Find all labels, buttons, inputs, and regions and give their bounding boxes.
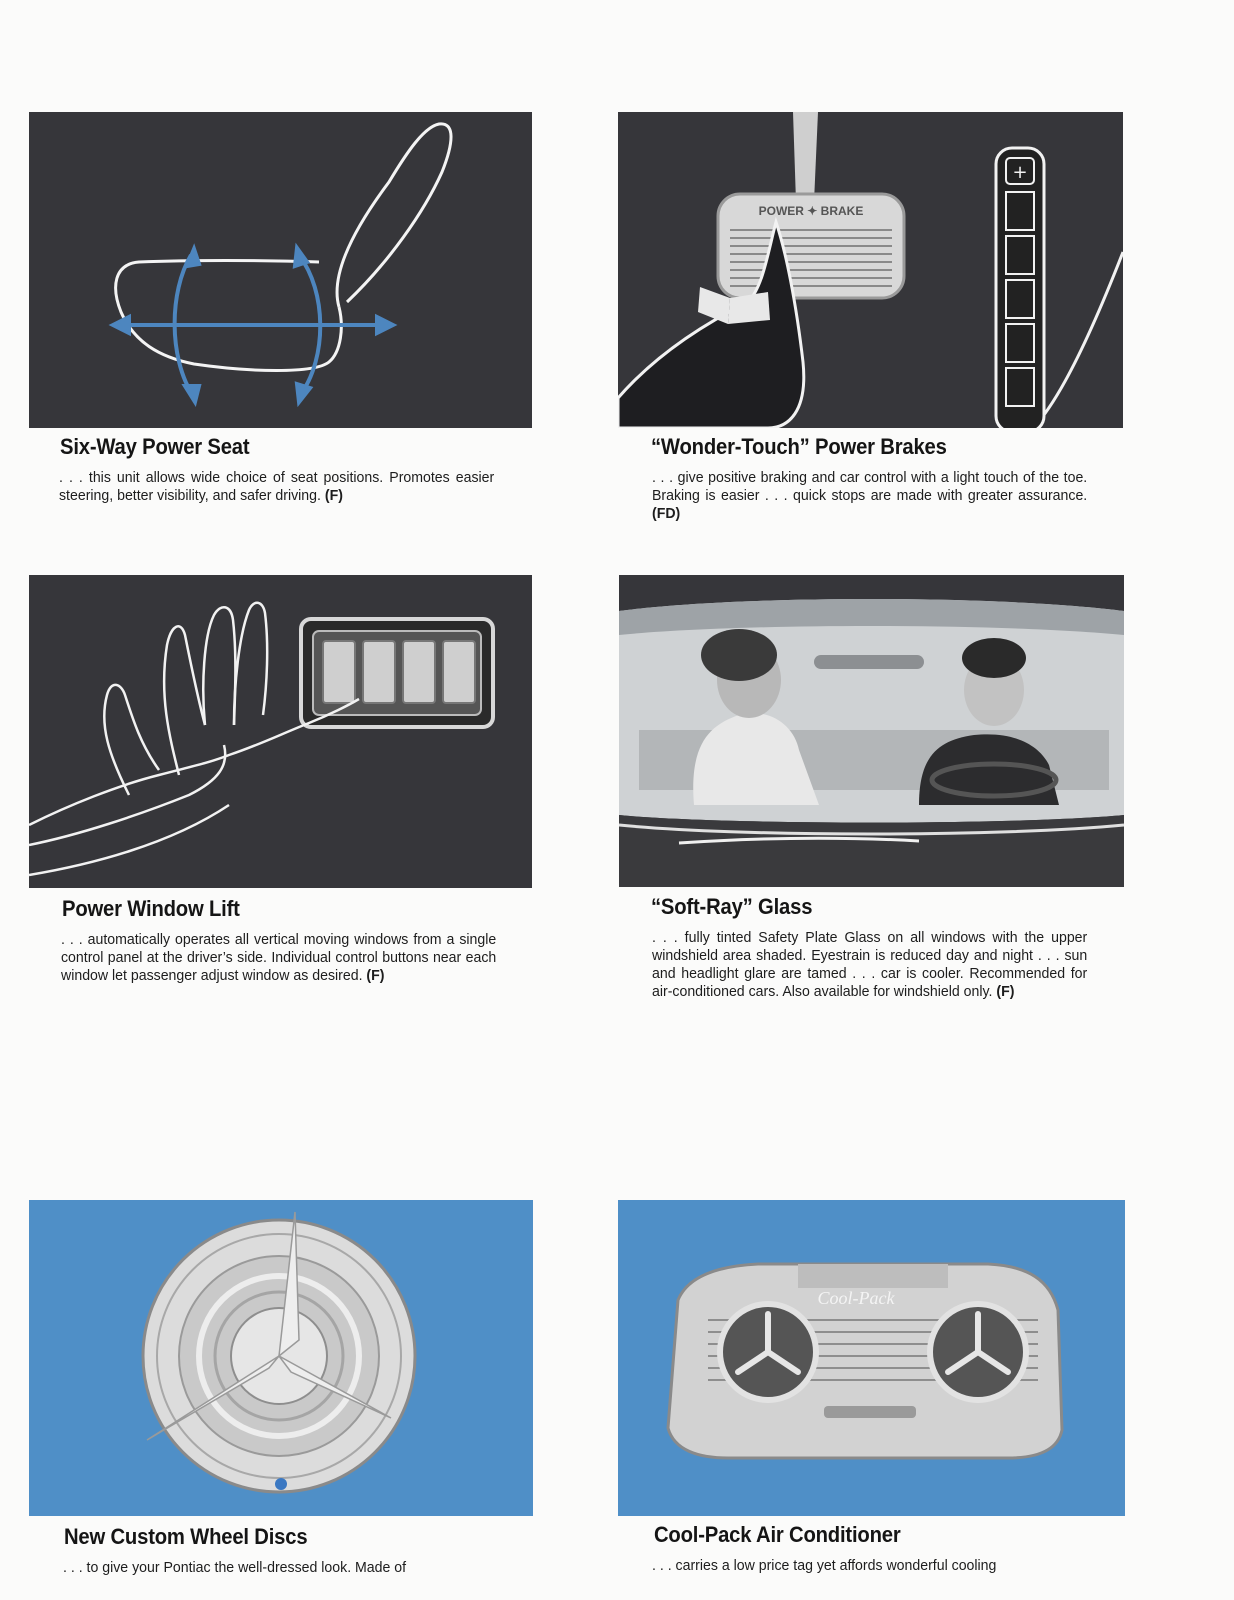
wheel-disc-description: . . . to give your Pontiac the well-dres… <box>63 1559 498 1577</box>
power-window-title: Power Window Lift <box>62 896 240 921</box>
power-seat-title: Six-Way Power Seat <box>60 434 250 459</box>
cool-pack-label: Cool-Pack <box>818 1288 896 1308</box>
cool-pack-title: Cool-Pack Air Conditioner <box>654 1522 901 1547</box>
wheel-disc-photo <box>29 1200 533 1516</box>
power-brakes-title: “Wonder-Touch” Power Brakes <box>651 434 947 459</box>
power-window-code: (F) <box>366 967 385 984</box>
cool-pack-description: . . . carries a low price tag yet afford… <box>652 1557 1087 1575</box>
wheel-disc-title: New Custom Wheel Discs <box>64 1524 308 1549</box>
power-brakes-illustration: POWER ✦ BRAKE + <box>618 112 1123 428</box>
pedal-label: POWER ✦ BRAKE <box>759 204 864 218</box>
power-brakes-description: . . . give positive braking and car cont… <box>652 469 1087 523</box>
soft-ray-glass-photo <box>619 575 1124 887</box>
soft-ray-glass-description: . . . fully tinted Safety Plate Glass on… <box>652 929 1087 1001</box>
power-window-illustration <box>29 575 532 888</box>
power-seat-illustration <box>29 112 532 428</box>
power-window-description: . . . automatically operates all vertica… <box>61 931 496 985</box>
power-seat-description: . . . this unit allows wide choice of se… <box>59 469 494 505</box>
power-window-text: . . . automatically operates all vertica… <box>61 931 497 984</box>
soft-ray-glass-text: . . . fully tinted Safety Plate Glass on… <box>652 929 1088 1000</box>
soft-ray-glass-title: “Soft-Ray” Glass <box>651 894 813 919</box>
power-seat-code: (F) <box>324 487 343 504</box>
power-brakes-text: . . . give positive braking and car cont… <box>652 469 1088 504</box>
power-brakes-code: (FD) <box>652 505 681 522</box>
svg-text:+: + <box>1012 162 1027 183</box>
soft-ray-glass-code: (F) <box>996 983 1015 1000</box>
cool-pack-text: . . . carries a low price tag yet afford… <box>652 1557 997 1574</box>
wheel-disc-text: . . . to give your Pontiac the well-dres… <box>63 1559 407 1576</box>
cool-pack-photo: Cool-Pack <box>618 1200 1125 1516</box>
power-seat-text: . . . this unit allows wide choice of se… <box>59 469 495 504</box>
